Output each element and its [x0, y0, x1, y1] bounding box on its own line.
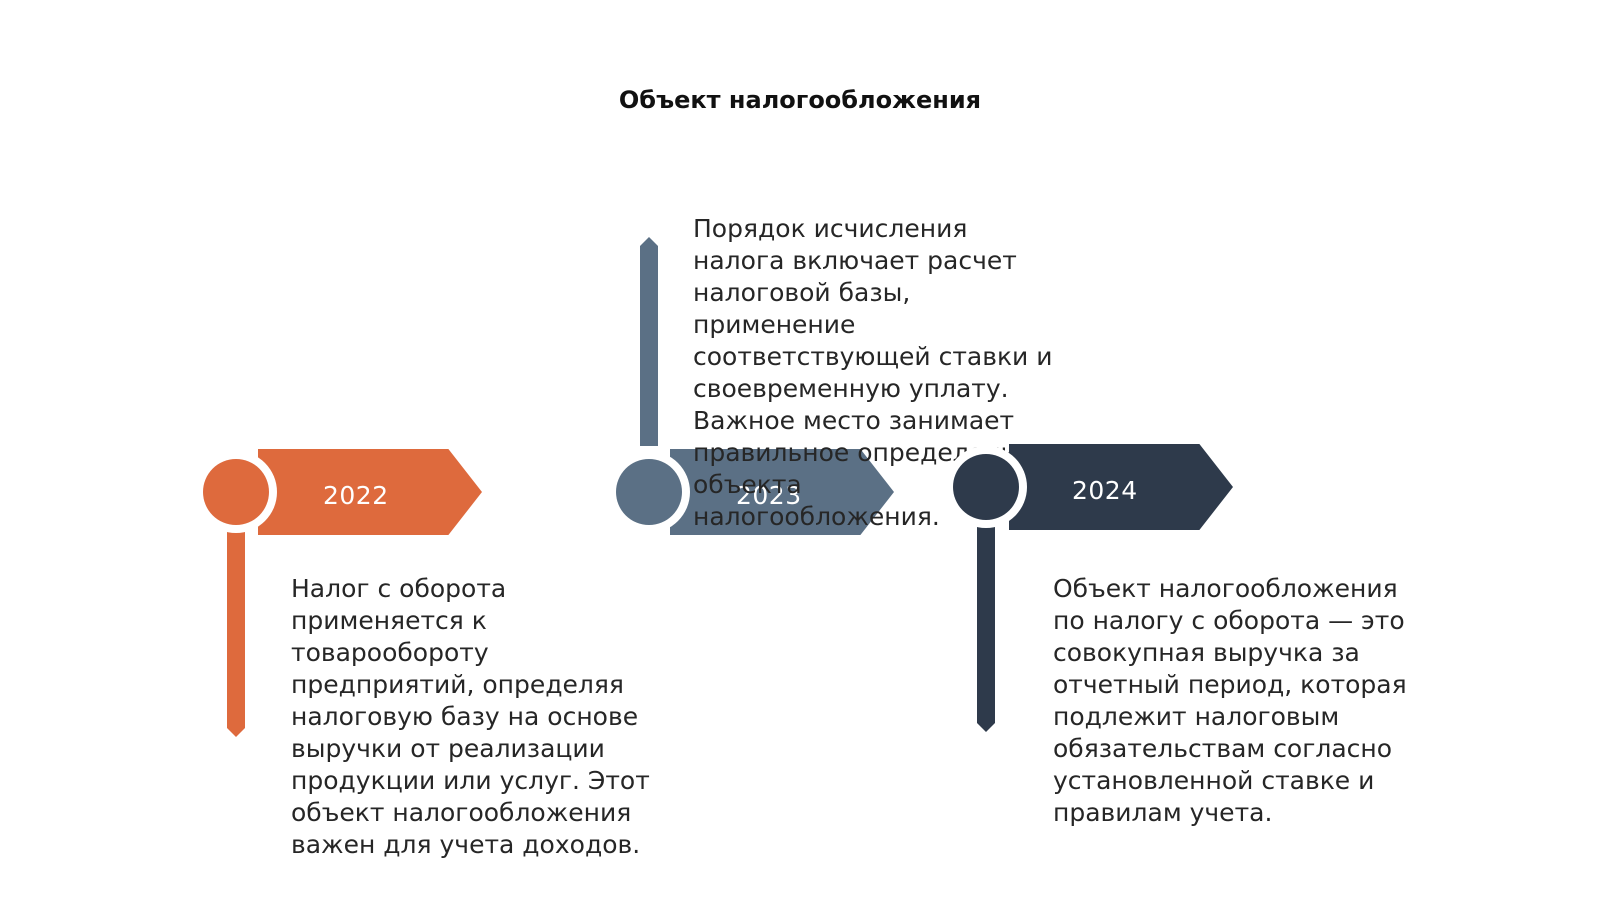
milestone-2024-year-arrow	[1009, 444, 1233, 530]
milestone-2023-year-arrow	[670, 449, 894, 535]
milestone-2022-dot	[203, 459, 269, 525]
milestone-2022-description: Налог с оборота применяется к товарообор…	[291, 574, 650, 859]
slide-title: Объект налогообложения	[618, 86, 982, 114]
milestone-2024-stem	[977, 523, 995, 732]
milestone-2024-description: Объект налогообложения по налогу с оборо…	[1053, 574, 1407, 827]
milestone-2022-ring	[195, 451, 277, 533]
milestone-2024-year: 2024	[1072, 476, 1138, 505]
milestone-2023-year: 2023	[736, 481, 802, 510]
milestone-2023-stem	[640, 237, 658, 446]
milestone-2023-description: Порядок исчисления налога включает расче…	[693, 214, 1053, 531]
milestone-2024-ring	[945, 446, 1027, 528]
milestone-2023-dot	[616, 459, 682, 525]
milestone-2022-year: 2022	[323, 481, 389, 510]
milestone-2023-ring	[608, 451, 690, 533]
milestone-2022-year-arrow	[258, 449, 482, 535]
milestone-2024-dot	[953, 454, 1019, 520]
milestone-2022-stem	[227, 528, 245, 737]
